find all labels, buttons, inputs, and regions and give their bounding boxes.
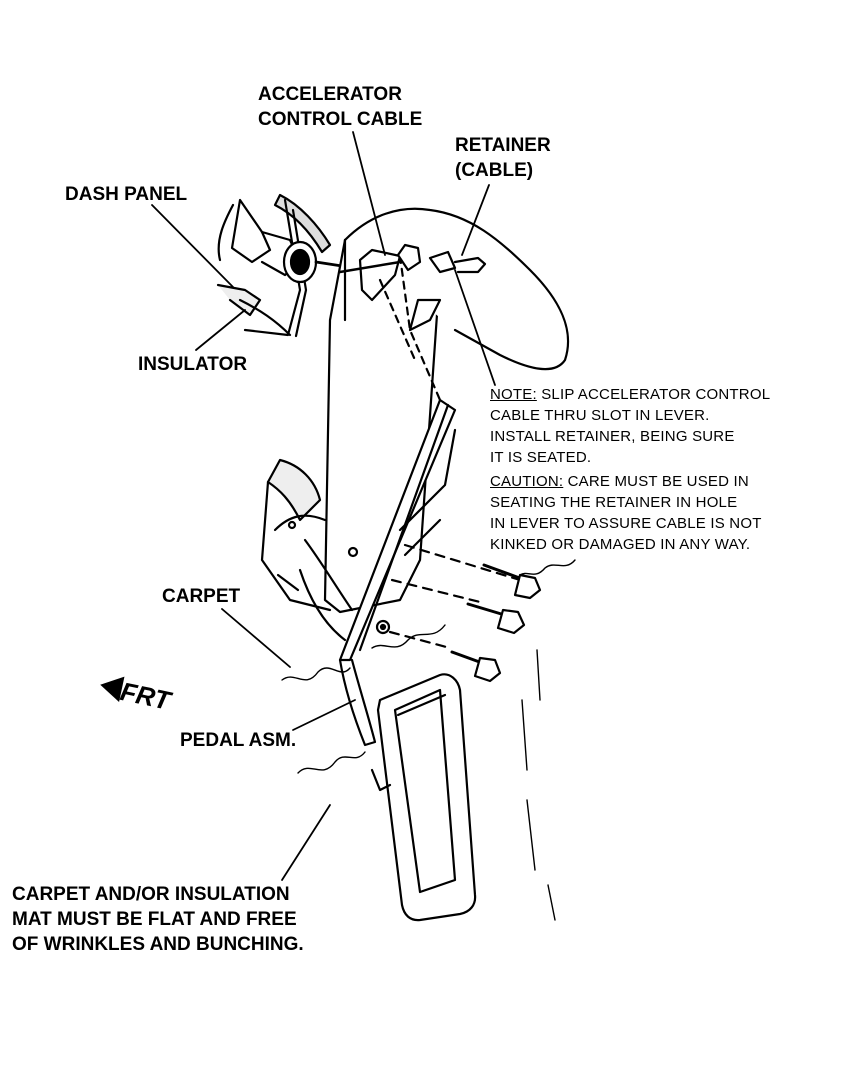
caution-text-1: CARE MUST BE USED IN	[563, 473, 749, 490]
pedal-pad	[370, 673, 477, 922]
retainer-label-line1: RETAINER	[455, 135, 551, 156]
front-direction-indicator: FRT	[97, 670, 190, 720]
insulator-section	[260, 458, 332, 612]
pedal-assembly-label: PEDAL ASM.	[180, 730, 297, 751]
retainer-label-line2: (CABLE)	[455, 160, 534, 181]
dash-panel-section	[216, 193, 357, 338]
note-line3: INSTALL RETAINER, BEING SURE	[490, 428, 735, 445]
accelerator-cable-label-line2: CONTROL CABLE	[258, 109, 423, 130]
insulator-label: INSULATOR	[138, 354, 248, 375]
note-heading: NOTE:	[490, 386, 537, 403]
note-text-1: SLIP ACCELERATOR CONTROL	[536, 386, 771, 403]
caution-line3: IN LEVER TO ASSURE CABLE IS NOT	[490, 515, 762, 532]
carpet-note-line2: MAT MUST BE FLAT AND FREE	[12, 909, 297, 930]
leader-lines	[151, 131, 496, 881]
mounting-screws	[388, 543, 542, 683]
note-line4: IT IS SEATED.	[490, 449, 592, 466]
front-label: FRT	[117, 676, 173, 716]
carpet-label: CARPET	[162, 586, 241, 607]
caution-heading: CAUTION:	[490, 473, 564, 490]
caution-line1: CAUTION: CARE MUST BE USED IN	[490, 471, 749, 492]
carpet-note-line3: OF WRINKLES AND BUNCHING.	[12, 934, 304, 955]
carpet-edge-scribbles	[281, 559, 576, 921]
note-line2: CABLE THRU SLOT IN LEVER.	[490, 407, 710, 424]
pedal-arm	[298, 398, 457, 747]
carpet-note-line1: CARPET AND/OR INSULATION	[12, 884, 290, 905]
caution-line2: SEATING THE RETAINER IN HOLE	[490, 494, 738, 511]
caution-line4: KINKED OR DAMAGED IN ANY WAY.	[490, 536, 751, 553]
dash-panel-label: DASH PANEL	[65, 184, 188, 205]
cable-retainer	[338, 243, 487, 274]
note-line1: NOTE: SLIP ACCELERATOR CONTROL	[490, 384, 770, 405]
accelerator-cable-label-line1: ACCELERATOR	[258, 84, 402, 105]
